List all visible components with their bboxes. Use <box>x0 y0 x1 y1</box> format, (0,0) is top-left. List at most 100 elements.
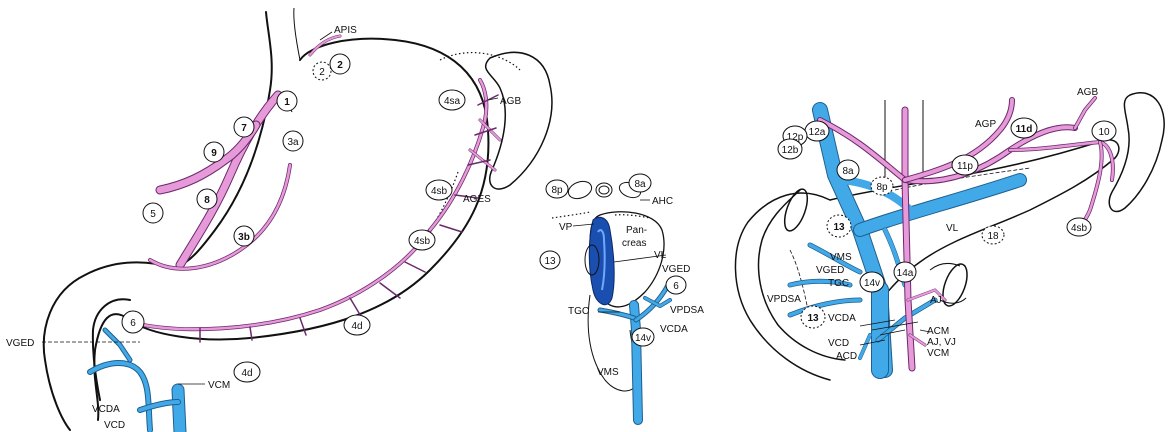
station-2-dashed: 2 <box>313 62 331 80</box>
svg-text:13: 13 <box>807 313 819 324</box>
aorta-shape <box>596 183 612 197</box>
station-8p-right: 8p <box>871 177 893 195</box>
svg-text:4sb: 4sb <box>431 186 448 197</box>
station-8a-right: 8a <box>837 160 859 180</box>
station-7: 7 <box>234 117 254 137</box>
station-2: 2 <box>330 54 350 74</box>
label-vp: VP <box>559 222 573 233</box>
svg-text:4sb: 4sb <box>1071 223 1088 234</box>
station-3b: 3b <box>234 226 254 246</box>
node-8p-shape <box>566 178 594 201</box>
svg-text:2: 2 <box>337 60 343 71</box>
label-pancreas-1: Pan- <box>626 225 647 236</box>
station-11p: 11p <box>952 155 978 175</box>
label-agp: AGP <box>975 119 996 130</box>
svg-text:4d: 4d <box>241 368 252 379</box>
svg-text:13: 13 <box>833 222 845 233</box>
station-18: 18 <box>982 226 1004 244</box>
label-apis: APIS <box>334 25 357 36</box>
label-vpdsa-right: VPDSA <box>767 294 801 305</box>
omentum-dotted-line <box>440 53 520 70</box>
label-vpdsa-cross: VPDSA <box>670 305 704 316</box>
svg-text:8a: 8a <box>634 179 646 190</box>
svg-text:18: 18 <box>987 231 999 242</box>
label-acd: ACD <box>836 351 857 362</box>
svg-text:7: 7 <box>241 123 247 134</box>
label-tgc-cross: TGC <box>568 306 589 317</box>
cross-dotted-line <box>552 212 590 218</box>
label-agb: AGB <box>500 96 521 107</box>
station-5: 5 <box>143 203 163 223</box>
svg-text:14v: 14v <box>635 333 651 344</box>
station-3a: 3a <box>283 131 303 151</box>
station-12a: 12a <box>805 121 829 141</box>
station-13-dashed-lower: 13 <box>801 306 825 328</box>
station-4sa: 4sa <box>439 90 465 110</box>
svg-text:14a: 14a <box>897 268 914 279</box>
svg-text:4sb: 4sb <box>414 236 431 247</box>
svg-text:8p: 8p <box>551 185 563 196</box>
station-4d-upper: 4d <box>344 315 370 335</box>
label-vms-right: VMS <box>830 252 852 263</box>
label-vcda: VCDA <box>92 404 120 415</box>
station-8a-cross: 8a <box>629 174 651 192</box>
svg-text:5: 5 <box>150 209 156 220</box>
svg-text:3b: 3b <box>238 232 250 243</box>
svg-text:11p: 11p <box>957 161 973 172</box>
spleen-outline <box>486 52 552 189</box>
label-vged-cross: VGED <box>662 264 690 275</box>
label-vcda-cross: VCDA <box>660 324 688 335</box>
svg-text:13: 13 <box>544 256 556 267</box>
station-14v-right: 14v <box>860 272 884 292</box>
label-pancreas-2: creas <box>622 238 646 249</box>
pancreas-panel: 12a 12p 12b 8a 8p 11p 11d 10 4sb 13 18 1… <box>735 87 1164 380</box>
station-4sb-right: 4sb <box>1067 218 1091 236</box>
svg-text:14v: 14v <box>864 278 880 289</box>
cross-section-panel: 8p 8a 13 6 14v AHC VP Pan- creas VL VGED… <box>540 174 704 420</box>
station-9: 9 <box>204 142 224 162</box>
station-4d-lower: 4d <box>234 362 260 382</box>
label-agb-right: AGB <box>1077 87 1098 98</box>
station-10: 10 <box>1092 121 1116 141</box>
label-vcd-right: VCD <box>828 338 849 349</box>
svg-text:11d: 11d <box>1016 124 1033 135</box>
station-6-cross: 6 <box>666 276 686 294</box>
svg-text:1: 1 <box>284 97 290 108</box>
station-8p-cross: 8p <box>546 180 568 198</box>
label-vged-right: VGED <box>816 265 844 276</box>
svg-text:9: 9 <box>211 148 217 159</box>
label-vcm: VCM <box>208 380 230 391</box>
label-vcd: VCD <box>104 420 125 431</box>
station-12b: 12b <box>778 139 802 159</box>
aorta-lumen <box>599 186 609 194</box>
station-14v-cross: 14v <box>632 328 654 346</box>
station-8: 8 <box>197 189 217 209</box>
label-vl-right: VL <box>946 223 959 234</box>
label-acm: ACM <box>927 326 949 337</box>
label-aj: AJ <box>930 295 942 306</box>
stomach-panel: 2 2 1 7 3a 9 8 5 3b 4sa 4sb 4sb 4d 4d 6 … <box>6 8 552 432</box>
duodenum-opening <box>780 186 812 234</box>
station-4sb-upper: 4sb <box>426 180 452 200</box>
svg-text:3a: 3a <box>287 137 299 148</box>
svg-text:12b: 12b <box>782 145 799 156</box>
stomach-veins <box>90 330 180 432</box>
svg-text:6: 6 <box>673 281 679 292</box>
svg-text:8: 8 <box>204 195 210 206</box>
label-vms-cross: VMS <box>597 367 619 378</box>
svg-text:2: 2 <box>319 67 325 78</box>
label-vged: VGED <box>6 338 34 349</box>
svg-text:12a: 12a <box>809 127 826 138</box>
svg-text:6: 6 <box>130 318 136 329</box>
svg-text:4sa: 4sa <box>444 96 461 107</box>
label-aj-vj: AJ, VJ <box>927 337 956 348</box>
label-ages: AGES <box>463 194 491 205</box>
label-vl: VL <box>654 250 667 261</box>
esophagus-outline <box>294 8 300 60</box>
station-4sb-lower: 4sb <box>409 230 435 250</box>
station-13-dashed-upper: 13 <box>827 215 851 237</box>
label-tgc-right: TGC <box>828 278 849 289</box>
svg-text:10: 10 <box>1098 127 1110 138</box>
spleen-outline-right <box>1109 93 1164 212</box>
